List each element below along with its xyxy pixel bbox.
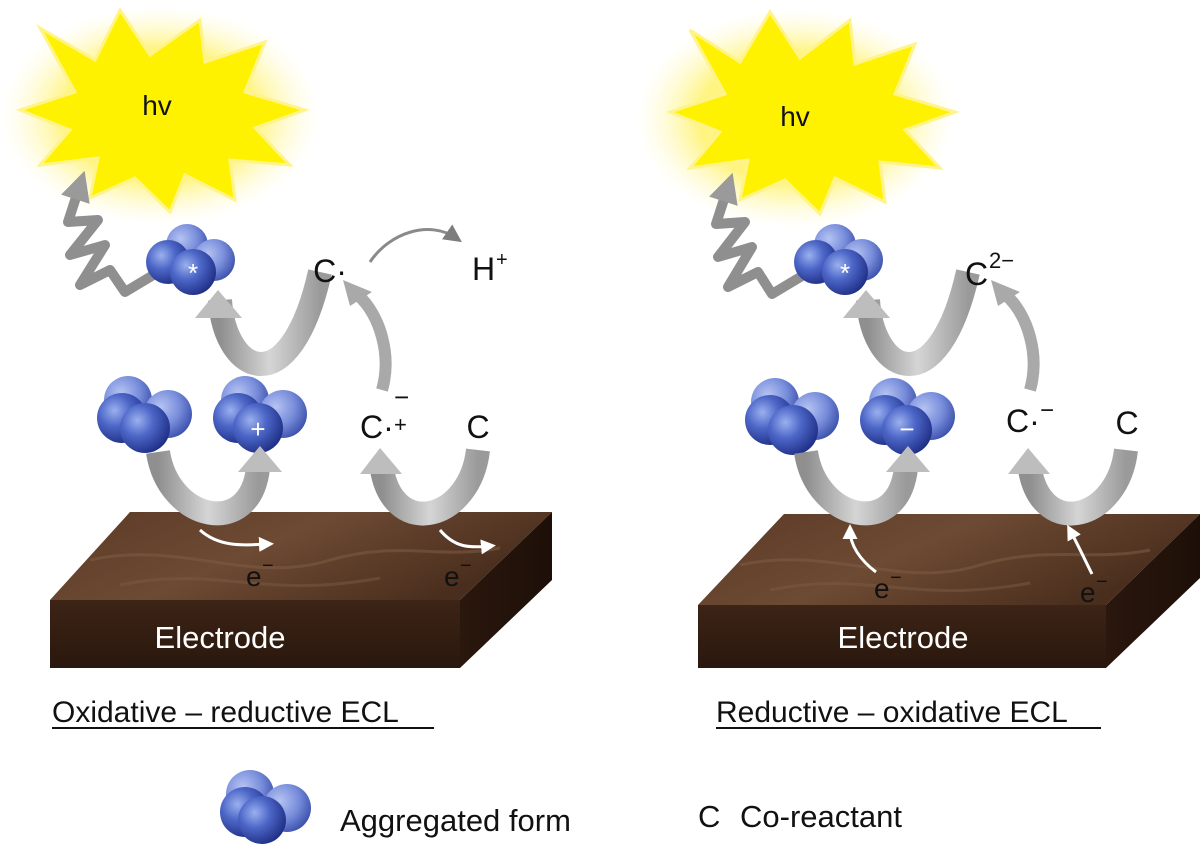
svg-text:e: e [1080,577,1096,608]
photon-label: hv [142,90,172,121]
electron-charge: − [262,555,274,577]
cation-sign: + [250,414,265,444]
dianion-charge: 2− [989,248,1014,273]
right-panel: Electrode hv * [635,8,1200,729]
electrode-right: Electrode [698,514,1200,668]
legend-coreactant-label: Co-reactant [740,799,902,834]
electron-charge: − [890,567,902,589]
svg-text:C·: C· [1006,403,1040,439]
radical-arrowhead-right [991,280,1020,306]
electron-label-2: e − [1080,571,1108,608]
svg-text:C·: C· [360,409,394,445]
excited-mark: * [188,258,198,288]
radical-anion-charge: − [1040,397,1054,424]
coreactant-arrow-left [370,448,490,526]
electrode-label: Electrode [155,620,286,655]
svg-text:e: e [874,573,890,604]
light-burst-left: hv [0,5,320,225]
excited-aggregate-left: * [146,224,235,295]
proton-charge: + [496,249,508,271]
caption-right: Reductive – oxidative ECL [716,696,1068,729]
coreactant-arrowhead-right [1008,448,1050,474]
light-burst-right: hv [635,8,960,228]
excited-aggregate-right: * [794,224,883,295]
annihilation-arrowhead-left [195,290,242,318]
electron-out-right [438,529,496,555]
svg-text:e: e [246,561,262,592]
oxidation-arrow-left [146,449,270,526]
legend-aggregate-label: Aggregated form [340,803,571,838]
coreactant-label: C [466,409,489,445]
radical-label: C· [313,253,347,289]
coreactant-arrow-right [1018,448,1138,526]
radical-ion-charge-top: − [394,382,409,412]
proton-label: H + [472,249,508,287]
cation-aggregate-left: + [213,376,307,453]
oxidation-arrowhead-left [238,446,282,472]
annihilation-arrow-left [208,269,332,376]
radical-arrow-right [1001,290,1040,392]
aggregate-left [97,376,192,453]
radical-arrowhead-left [343,280,372,306]
svg-text:C: C [965,256,988,292]
svg-text:H: H [472,251,495,287]
radical-arrow-left [353,290,392,392]
dianion-label: C 2− [965,248,1014,292]
anion-sign: − [899,414,914,444]
radical-ion-charge-bottom: + [394,412,407,437]
electron-out-left [198,528,274,552]
annihilation-arrowhead-right [843,290,890,318]
reduction-arrow-right [794,449,918,526]
electron-label-1: e − [246,555,274,592]
emission-wave-left [61,170,168,297]
legend-coreactant-symbol: C [698,799,720,834]
electron-label-2: e − [444,555,472,592]
electrode-label: Electrode [838,620,969,655]
reduction-arrowhead-right [886,446,930,472]
annihilation-arrow-right [856,269,980,376]
excited-mark: * [840,258,850,288]
radical-ion-label: C· − + [360,382,409,445]
legend-aggregate-icon [220,770,311,844]
electrode-left: Electrode [50,512,552,668]
emission-wave-right [709,172,815,299]
legend: Aggregated form C Co-reactant [220,770,902,844]
electron-label-1: e − [874,567,902,604]
photon-label: hv [780,101,810,132]
coreactant-arrowhead-left [360,448,402,474]
coreactant-label: C [1115,405,1138,441]
electron-charge: − [1096,571,1108,593]
proton-arrow-left [368,224,462,263]
electron-in-left [842,524,877,574]
radical-anion-label: C· − [1006,397,1054,439]
svg-text:e: e [444,561,460,592]
anion-aggregate-right: − [860,378,955,455]
aggregate-right [745,378,839,455]
electron-charge: − [460,555,472,577]
electron-in-right [1067,524,1094,575]
caption-left: Oxidative – reductive ECL [52,696,399,729]
left-panel: Electrode hv * [0,5,552,729]
